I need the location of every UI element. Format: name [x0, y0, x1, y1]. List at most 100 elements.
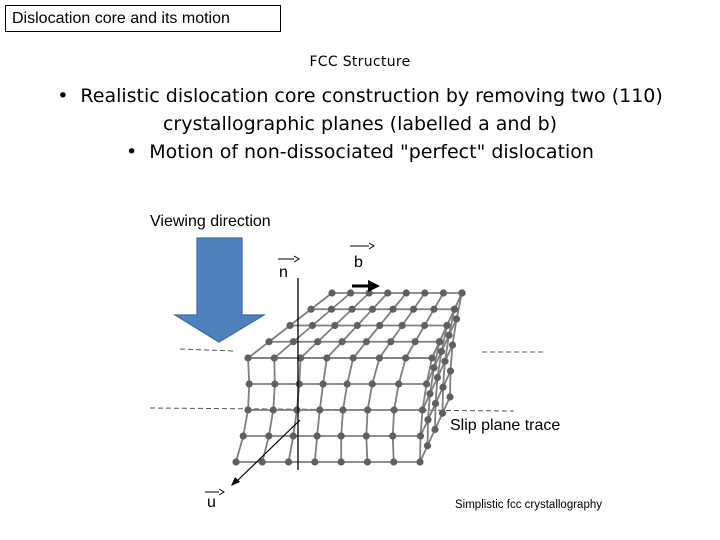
lattice-atom: [452, 315, 461, 323]
lattice-atom: [331, 321, 339, 330]
lattice-atom: [431, 425, 439, 434]
lattice-atom: [311, 458, 319, 466]
dashed-reference-lines: [149, 348, 543, 412]
lattice-bond: [449, 370, 452, 398]
lattice-atom: [286, 321, 294, 330]
bullet-dot: •: [57, 85, 69, 107]
lattice-atom: [430, 364, 438, 372]
crystal-lattice: [232, 289, 466, 466]
lattice-bond: [434, 403, 437, 430]
lattice-bond: [292, 409, 298, 437]
lattice-atom: [411, 338, 419, 346]
lattice-atom: [428, 354, 436, 362]
lattice-bond: [451, 318, 458, 346]
lattice-atom: [441, 357, 449, 365]
lattice-atom: [323, 354, 331, 362]
lattice-bond: [330, 292, 352, 310]
lattice-atom: [362, 432, 370, 440]
lattice-bond: [371, 292, 389, 310]
lattice-atom: [421, 289, 429, 297]
lattice-bond: [427, 393, 431, 420]
lattice-atom: [339, 406, 347, 414]
lattice-bond: [298, 357, 302, 385]
lattice-atom: [353, 321, 361, 330]
lattice-atom: [348, 305, 356, 313]
lattice-atom: [409, 305, 418, 313]
bullet-1-line-2: crystallographic planes (labelled a and …: [162, 113, 558, 135]
lattice-atom: [390, 406, 398, 414]
lattice-atom: [258, 458, 266, 466]
lattice-bond: [449, 344, 454, 372]
lattice-bond: [444, 335, 450, 362]
lattice-bond: [419, 435, 422, 463]
lattice-atom: [376, 321, 384, 330]
lattice-bond: [242, 409, 249, 437]
bullet-item-1: •Realistic dislocation core construction…: [0, 82, 720, 110]
vector-n-label: n: [279, 264, 288, 281]
lattice-atom: [398, 321, 406, 330]
lattice-bond: [433, 341, 441, 368]
bullet-item-2: •Motion of non-dissociated "perfect" dis…: [0, 138, 720, 166]
lattice-bond: [247, 341, 270, 359]
bullet-2-line-1: Motion of non-dissociated "perfect" disl…: [149, 141, 594, 163]
lattice-atom: [284, 458, 293, 466]
lattice-bond: [273, 357, 276, 385]
lattice-atom: [308, 321, 317, 330]
lattice-bond: [441, 387, 444, 414]
lattice-bond: [440, 325, 448, 352]
lattice-bond: [261, 435, 270, 463]
lattice-bond: [287, 435, 295, 463]
lattice-atom: [430, 305, 438, 313]
lattice-bond: [365, 409, 369, 437]
lattice-atom: [387, 338, 395, 346]
lattice-bond: [341, 324, 358, 343]
lattice-atom: [328, 289, 336, 297]
lattice-atom: [439, 289, 448, 297]
lattice-atom: [445, 331, 453, 339]
lattice-bond: [272, 383, 276, 411]
lattice-bond: [310, 292, 333, 310]
lattice-atom: [346, 289, 355, 297]
vector-u-label: u: [207, 494, 216, 511]
lattice-atom: [244, 406, 252, 414]
lattice-atom: [443, 321, 451, 330]
lattice-atom: [337, 432, 345, 440]
lattice-atom: [368, 305, 377, 313]
lattice-bond: [426, 419, 429, 446]
lattice-atom: [402, 289, 410, 297]
lattice-bond: [342, 383, 349, 411]
lattice-atom: [416, 458, 424, 466]
lattice-bond: [356, 308, 374, 327]
lattice-atom: [245, 380, 253, 388]
lattice-atom: [402, 354, 410, 362]
lattice-atom: [458, 289, 466, 297]
lattice-atom: [363, 406, 372, 414]
lattice-atom: [437, 347, 446, 356]
lattice-atom: [450, 305, 459, 313]
slide-title: Dislocation core and its motion: [5, 5, 281, 32]
lattice-atom: [423, 442, 432, 450]
lattice-bond: [318, 383, 324, 411]
lattice-atom: [343, 380, 351, 388]
lattice-bond: [317, 324, 336, 343]
lattice-atom: [389, 305, 397, 313]
lattice-atom: [289, 432, 297, 440]
lattice-atom: [362, 338, 371, 346]
diagram-caption: Simplistic fcc crystallography: [455, 499, 602, 511]
lattice-atom: [270, 354, 278, 362]
lattice-atom: [395, 380, 403, 388]
lattice-bond: [292, 324, 314, 343]
lattice-atom: [420, 321, 429, 330]
lattice-atom: [244, 354, 252, 362]
lattice-bond: [273, 341, 294, 359]
lattice-atom: [313, 432, 321, 440]
slip-plane-label: Slip plane trace: [450, 417, 560, 434]
lattice-atom: [446, 393, 454, 401]
b-overline-arrowhead: [368, 242, 375, 250]
lattice-bond: [429, 367, 435, 394]
lattice-bond: [421, 383, 428, 411]
b-vector-arrowhead: [368, 280, 380, 292]
lattice-atom: [337, 458, 345, 466]
lattice-atom: [338, 338, 346, 346]
lattice-bond: [371, 357, 381, 385]
